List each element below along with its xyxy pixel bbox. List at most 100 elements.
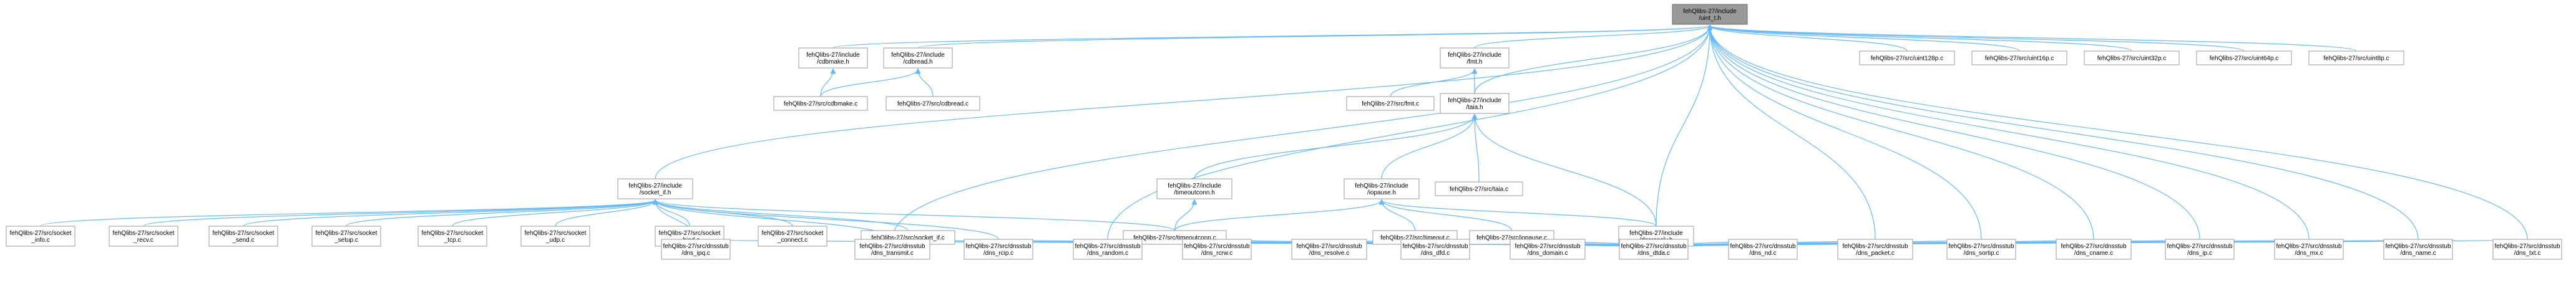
node-dns-packet[interactable]: fehQlibs-27/src/dnsstub/dns_packet.c bbox=[1837, 239, 1913, 260]
node-box bbox=[2165, 239, 2235, 260]
node-box bbox=[2056, 239, 2132, 260]
node-box bbox=[883, 47, 953, 69]
node-label: /dns_dtda.c bbox=[1637, 250, 1670, 257]
node-label: /dns_ip.c bbox=[2187, 250, 2212, 257]
node-label: fehQlibs-27/src/uint8p.c bbox=[2323, 55, 2389, 62]
node-box bbox=[1400, 239, 1470, 260]
edge-iopause-h-to-fastxio-h bbox=[1381, 115, 1475, 179]
node-dns-domain[interactable]: fehQlibs-27/src/dnsstub/dns_domain.c bbox=[1510, 239, 1586, 260]
node-dns-dfd[interactable]: fehQlibs-27/src/dnsstub/dns_dfd.c bbox=[1400, 239, 1470, 260]
node-dns-random[interactable]: fehQlibs-27/src/dnsstub/dns_random.c bbox=[1073, 239, 1143, 260]
node-dns-ipq[interactable]: fehQlibs-27/src/dnsstub/dns_ipq.c bbox=[661, 239, 731, 260]
node-box bbox=[1837, 239, 1913, 260]
node-label: fehQlibs-27/src/socket_if.c bbox=[871, 235, 944, 242]
node-sock-recv[interactable]: fehQlibs-27/src/socket_recv.c bbox=[109, 226, 178, 247]
node-label: fehQlibs-27/src/dnsstub bbox=[2276, 243, 2341, 250]
node-iopause-h[interactable]: fehQlibs-27/include/iopause.h bbox=[1344, 178, 1420, 199]
node-uint32p[interactable]: fehQlibs-27/src/uint32p.c bbox=[2084, 50, 2180, 65]
node-dns-cname[interactable]: fehQlibs-27/src/dnsstub/dns_cname.c bbox=[2056, 239, 2132, 260]
node-box bbox=[2492, 239, 2562, 260]
node-label: /dns_name.c bbox=[2400, 250, 2436, 257]
node-cdbmake-h[interactable]: fehQlibs-27/include/cdbmake.h bbox=[798, 47, 868, 69]
node-label: fehQlibs-27/include bbox=[1448, 52, 1501, 59]
edge-uint16p-to-uint-t bbox=[1710, 26, 2020, 52]
node-dns-mx[interactable]: fehQlibs-27/src/dnsstub/dns_mx.c bbox=[2274, 239, 2344, 260]
node-label: fehQlibs-27/include bbox=[1683, 8, 1737, 15]
node-dns-rcip[interactable]: fehQlibs-27/src/dnsstub/dns_rcip.c bbox=[964, 239, 1033, 260]
edge-dns-name-to-uint-t bbox=[1710, 26, 2419, 240]
node-box bbox=[773, 96, 868, 111]
node-label: fehQlibs-27/src/fmt.c bbox=[1362, 101, 1419, 108]
node-uint128p[interactable]: fehQlibs-27/src/uint128p.c bbox=[1859, 50, 1955, 65]
node-uint16p[interactable]: fehQlibs-27/src/uint16p.c bbox=[1971, 50, 2067, 65]
node-label: /cdbread.h bbox=[903, 59, 932, 65]
node-dns-rcrw[interactable]: fehQlibs-27/src/dnsstub/dns_rcrw.c bbox=[1182, 239, 1252, 260]
node-dns-transmit[interactable]: fehQlibs-27/src/dnsstub/dns_transmit.c bbox=[854, 239, 930, 260]
node-box bbox=[2084, 50, 2180, 65]
node-dns-ip[interactable]: fehQlibs-27/src/dnsstub/dns_ip.c bbox=[2165, 239, 2235, 260]
node-label: fehQlibs-27/src/socket bbox=[762, 230, 824, 237]
node-timeoutconn-h[interactable]: fehQlibs-27/include/timeoutconn.h bbox=[1156, 178, 1232, 199]
node-fmt-c[interactable]: fehQlibs-27/src/fmt.c bbox=[1346, 96, 1435, 111]
edge-fmt-h-to-uint-t bbox=[1474, 26, 1710, 49]
node-sock-setup[interactable]: fehQlibs-27/src/socket_setup.c bbox=[311, 226, 381, 247]
node-fastxio-h[interactable]: fehQlibs-27/include/taia.h bbox=[1440, 93, 1510, 114]
node-sock-connect[interactable]: fehQlibs-27/src/socket_connect.c bbox=[758, 226, 827, 247]
nodes-layer: fehQlibs-27/include/uint_t.hfehQlibs-27/… bbox=[6, 4, 2562, 260]
node-dns-txt[interactable]: fehQlibs-27/src/dnsstub/dns_txt.c bbox=[2492, 239, 2562, 260]
edge-cdbmake-c-to-cdbmake-h bbox=[820, 69, 833, 97]
node-cdbmake-c[interactable]: fehQlibs-27/src/cdbmake.c bbox=[773, 96, 868, 111]
node-sock-send[interactable]: fehQlibs-27/src/socket_send.c bbox=[208, 226, 278, 247]
node-uint64p[interactable]: fehQlibs-27/src/uint64p.c bbox=[2196, 50, 2292, 65]
node-box bbox=[1672, 4, 1748, 25]
node-dns-resolve[interactable]: fehQlibs-27/src/dnsstub/dns_resolve.c bbox=[1291, 239, 1367, 260]
edge-sock-recv-to-socket-h bbox=[143, 200, 655, 227]
node-socket-h[interactable]: fehQlibs-27/include/socket_if.h bbox=[617, 178, 693, 199]
node-label: fehQlibs-27/src/cdbmake.c bbox=[784, 101, 857, 108]
node-uint8p[interactable]: fehQlibs-27/src/uint8p.c bbox=[2308, 50, 2404, 65]
node-dns-dtda[interactable]: fehQlibs-27/src/dnsstub/dns_dtda.c bbox=[1619, 239, 1689, 260]
node-label: fehQlibs-27/src/dnsstub bbox=[1515, 243, 1580, 250]
node-label: _udp.c bbox=[545, 237, 565, 244]
edge-uint128p-to-uint-t bbox=[1710, 26, 1908, 52]
node-label: fehQlibs-27/src/dnsstub bbox=[1842, 243, 1908, 250]
node-label: fehQlibs-27/src/dnsstub bbox=[1730, 243, 1795, 250]
node-box bbox=[617, 178, 693, 199]
node-sock-info[interactable]: fehQlibs-27/src/socket_info.c bbox=[6, 226, 76, 247]
node-box bbox=[1859, 50, 1955, 65]
node-dns-sortip[interactable]: fehQlibs-27/src/dnsstub/dns_sortip.c bbox=[1946, 239, 2016, 260]
node-label: fehQlibs-27/src/iopause.c bbox=[1476, 235, 1547, 242]
node-box bbox=[1440, 93, 1510, 114]
node-box bbox=[1510, 239, 1586, 260]
node-cdbread-c[interactable]: fehQlibs-27/src/cdbread.c bbox=[886, 96, 980, 111]
node-fmt-h[interactable]: fehQlibs-27/include/fmt.h bbox=[1440, 47, 1510, 69]
node-taia-c[interactable]: fehQlibs-27/src/taia.c bbox=[1435, 181, 1523, 196]
node-box bbox=[2383, 239, 2453, 260]
node-label: fehQlibs-27/src/dnsstub bbox=[1296, 243, 1362, 250]
node-box bbox=[311, 226, 381, 247]
node-dns-name[interactable]: fehQlibs-27/src/dnsstub/dns_name.c bbox=[2383, 239, 2453, 260]
node-sock-tcp[interactable]: fehQlibs-27/src/socket_tcp.c bbox=[417, 226, 487, 247]
node-label: /dns_sortip.c bbox=[1964, 250, 1999, 257]
node-box bbox=[854, 239, 930, 260]
node-label: fehQlibs-27/src/socket bbox=[213, 230, 275, 237]
node-label: /iopause.h bbox=[1367, 189, 1396, 196]
node-uint-t[interactable]: fehQlibs-27/include/uint_t.h bbox=[1672, 4, 1748, 25]
edge-iopause-c-to-iopause-h bbox=[1382, 200, 1513, 231]
node-label: fehQlibs-27/src/dnsstub bbox=[1184, 243, 1249, 250]
node-box bbox=[1344, 178, 1420, 199]
node-box bbox=[1971, 50, 2067, 65]
edge-fmt-c-to-fmt-h bbox=[1390, 69, 1475, 97]
node-cdbread-h[interactable]: fehQlibs-27/include/cdbread.h bbox=[883, 47, 953, 69]
node-dns-nd[interactable]: fehQlibs-27/src/dnsstub/dns_nd.c bbox=[1728, 239, 1798, 260]
node-sock-udp[interactable]: fehQlibs-27/src/socket_udp.c bbox=[520, 226, 590, 247]
node-label: /fmt.h bbox=[1466, 59, 1482, 65]
edge-cdbmake-c-to-cdbread-h bbox=[820, 69, 918, 97]
edge-cdbread-c-to-cdbread-h bbox=[918, 69, 934, 97]
node-label: /dns_rcip.c bbox=[983, 250, 1013, 257]
edge-sock-send-to-socket-h bbox=[243, 200, 655, 227]
node-label: /timeoutconn.h bbox=[1174, 189, 1215, 196]
node-label: fehQlibs-27/src/dnsstub bbox=[1948, 243, 2014, 250]
node-label: /taia.h bbox=[1466, 104, 1483, 111]
